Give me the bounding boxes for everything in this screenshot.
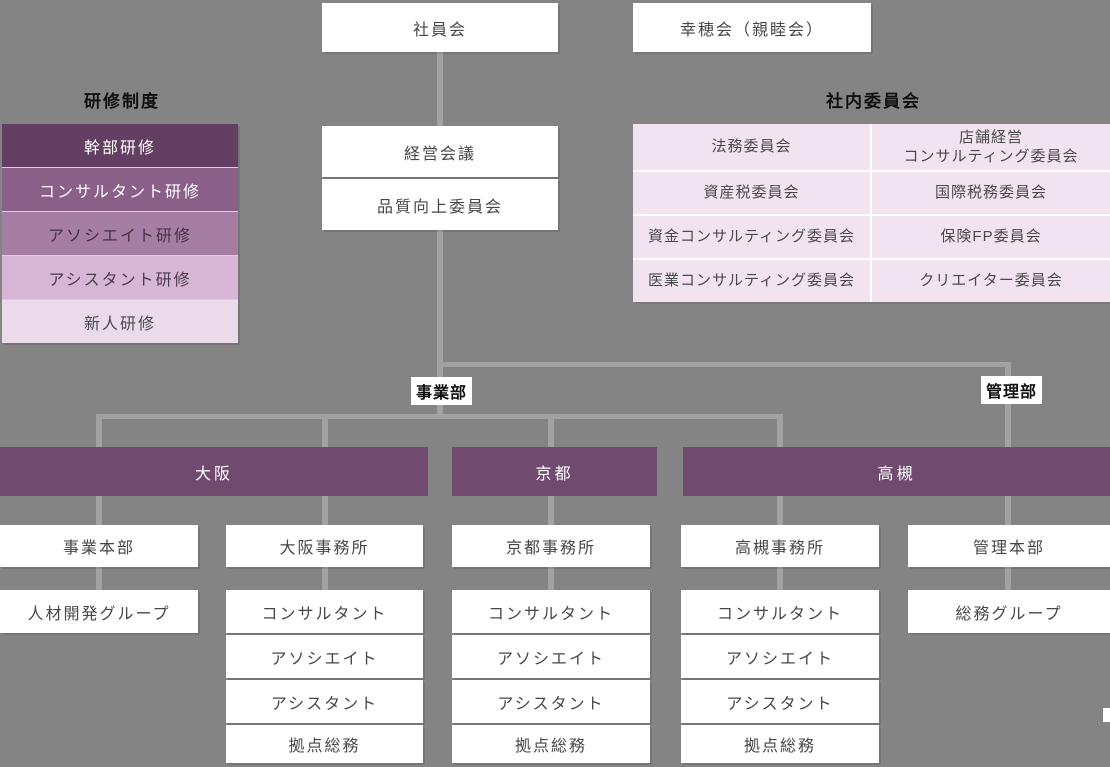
node-osaka-office: 大阪事務所 [226,525,423,567]
training-stack: 幹部研修 コンサルタント研修 アソシエイト研修 アシスタント研修 新人研修 [2,124,238,343]
connector-col5-drop-lower [1005,567,1011,592]
region-label: 京都 [535,465,574,483]
committee-funds-consulting: 資金コンサルティング委員会 [633,216,870,258]
region-bar-takatsuki: 高槻 [683,447,1110,496]
connector-col4-drop-lower [777,567,783,592]
training-item-executive: 幹部研修 [2,124,238,167]
node-label: 品質向上委員会 [376,198,503,216]
node-label: 社員会 [412,21,467,39]
node-kyoto-office: 京都事務所 [452,525,650,567]
node-label: 総務グループ [955,605,1063,623]
node-label: 管理本部 [972,540,1045,557]
role-assistant: アシスタント [226,680,423,723]
node-label: 大阪事務所 [279,540,370,557]
role-site-admin: 拠点総務 [452,725,650,763]
committee-medical-consulting: 医業コンサルティング委員会 [633,260,870,302]
role-consultant: コンサルタント [226,590,423,633]
node-label: 幸穂会（親睦会） [679,21,824,39]
node-label: 経営会議 [403,145,476,163]
node-label: 人材開発グループ [27,605,171,623]
role-stack-takatsuki: コンサルタント アソシエイト アシスタント 拠点総務 [681,590,879,763]
connector-admin-branch-horizontal [437,362,1011,367]
node-business-headquarters: 事業本部 [0,525,198,567]
node-label: 高槻事務所 [734,540,825,557]
role-stack-osaka: コンサルタント アソシエイト アシスタント 拠点総務 [226,590,423,763]
region-label: 高槻 [877,465,916,483]
committees-section-header: 社内委員会 [826,92,921,111]
committee-international-tax: 国際税務委員会 [872,172,1110,214]
region-label: 大阪 [194,465,233,483]
connector-trunk-vertical [437,229,443,419]
node-admin-headquarters: 管理本部 [908,525,1110,567]
role-associate: アソシエイト [452,635,650,678]
role-associate: アソシエイト [681,635,879,678]
node-hr-development-group: 人材開発グループ [0,590,198,633]
committee-store-consulting: 店舗経営 コンサルティング委員会 [872,124,1110,170]
committee-insurance-fp: 保険FP委員会 [872,216,1110,258]
region-bar-osaka: 大阪 [0,447,428,496]
connector-col2-drop-lower [322,567,328,592]
connector-admin-branch-vertical [1005,362,1011,525]
training-section-header: 研修制度 [84,92,160,111]
node-label: 事業本部 [62,540,135,557]
training-item-assistant: アシスタント研修 [2,256,238,299]
connector-col1-drop-lower [96,567,102,592]
division-label-business: 事業部 [411,377,473,405]
role-assistant: アシスタント [681,680,879,723]
division-label-admin: 管理部 [981,376,1043,404]
training-item-associate: アソシエイト研修 [2,212,238,255]
node-friendship-association: 幸穂会（親睦会） [633,3,871,52]
committee-creator: クリエイター委員会 [872,260,1110,302]
role-assistant: アシスタント [452,680,650,723]
edge-artifact [1103,708,1110,722]
region-bar-kyoto: 京都 [452,447,657,496]
node-employee-assembly: 社員会 [322,3,558,52]
role-consultant: コンサルタント [681,590,879,633]
role-site-admin: 拠点総務 [681,725,879,763]
node-quality-committee: 品質向上委員会 [322,179,558,230]
committee-legal: 法務委員会 [633,124,870,170]
node-label: 京都事務所 [505,540,596,557]
connector-assembly-to-meeting [437,52,443,126]
connector-col3-drop-lower [548,567,554,592]
role-site-admin: 拠点総務 [226,725,423,763]
role-associate: アソシエイト [226,635,423,678]
role-stack-kyoto: コンサルタント アソシエイト アシスタント 拠点総務 [452,590,650,763]
node-management-meeting: 経営会議 [322,126,558,177]
committee-asset-tax: 資産税委員会 [633,172,870,214]
connector-business-horizontal [96,414,783,419]
committees-grid: 法務委員会 店舗経営 コンサルティング委員会 資産税委員会 国際税務委員会 資金… [633,124,1110,302]
training-item-newcomer: 新人研修 [2,300,238,343]
node-general-affairs-group: 総務グループ [908,590,1110,633]
node-takatsuki-office: 高槻事務所 [681,525,879,567]
training-item-consultant: コンサルタント研修 [2,168,238,211]
role-consultant: コンサルタント [452,590,650,633]
